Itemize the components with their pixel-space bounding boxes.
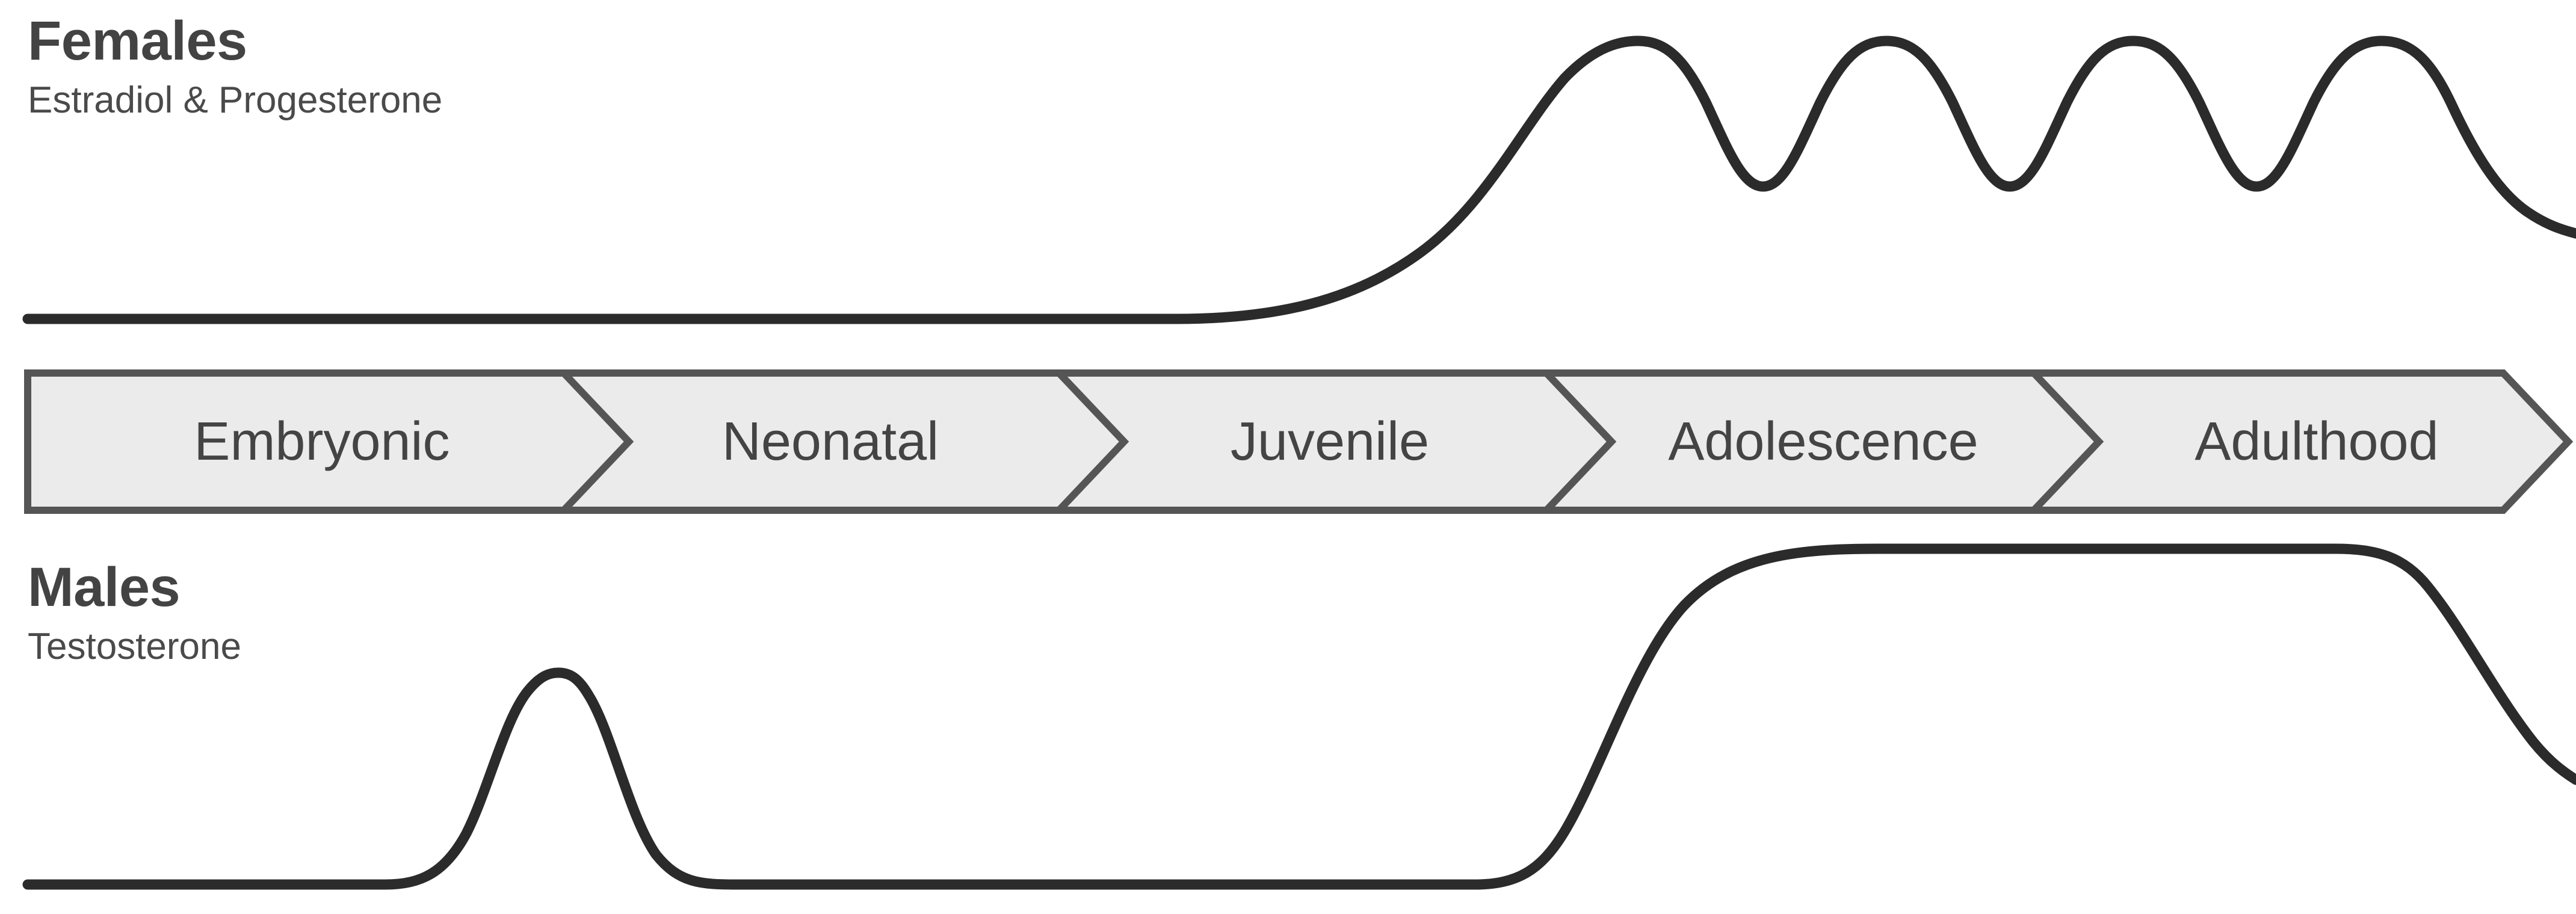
stage-item-adulthood[interactable]: Adulthood [2088, 368, 2545, 515]
males-subtitle: Testosterone [28, 626, 241, 667]
stage-label-text: Neonatal [721, 411, 939, 472]
male-curve-path [22, 543, 2576, 890]
stage-item-neonatal[interactable]: Neonatal [602, 368, 1059, 515]
females-title: Females [28, 10, 247, 72]
stage-bar-outline [24, 369, 2574, 514]
females-label-block: Females Estradiol & Progesterone [28, 13, 442, 119]
stage-item-embryonic[interactable]: Embryonic [72, 368, 572, 515]
stage-label-text: Juvenile [1230, 411, 1430, 472]
males-label-block: Males Testosterone [28, 560, 241, 665]
stage-divider-1 [561, 370, 634, 513]
stage-label-text: Adolescence [1668, 411, 1978, 472]
males-title: Males [28, 557, 181, 618]
stage-item-adolescence[interactable]: Adolescence [1595, 368, 2052, 515]
stage-divider-3 [1543, 370, 1617, 513]
stage-divider-2 [1056, 370, 1129, 513]
stage-label-text: Embryonic [194, 411, 450, 472]
stage-item-juvenile[interactable]: Juvenile [1101, 368, 1558, 515]
females-subtitle: Estradiol & Progesterone [28, 79, 443, 121]
stage-divider-4 [2031, 370, 2104, 513]
life-stage-bar [24, 369, 2574, 514]
stage-label-text: Adulthood [2195, 411, 2439, 472]
